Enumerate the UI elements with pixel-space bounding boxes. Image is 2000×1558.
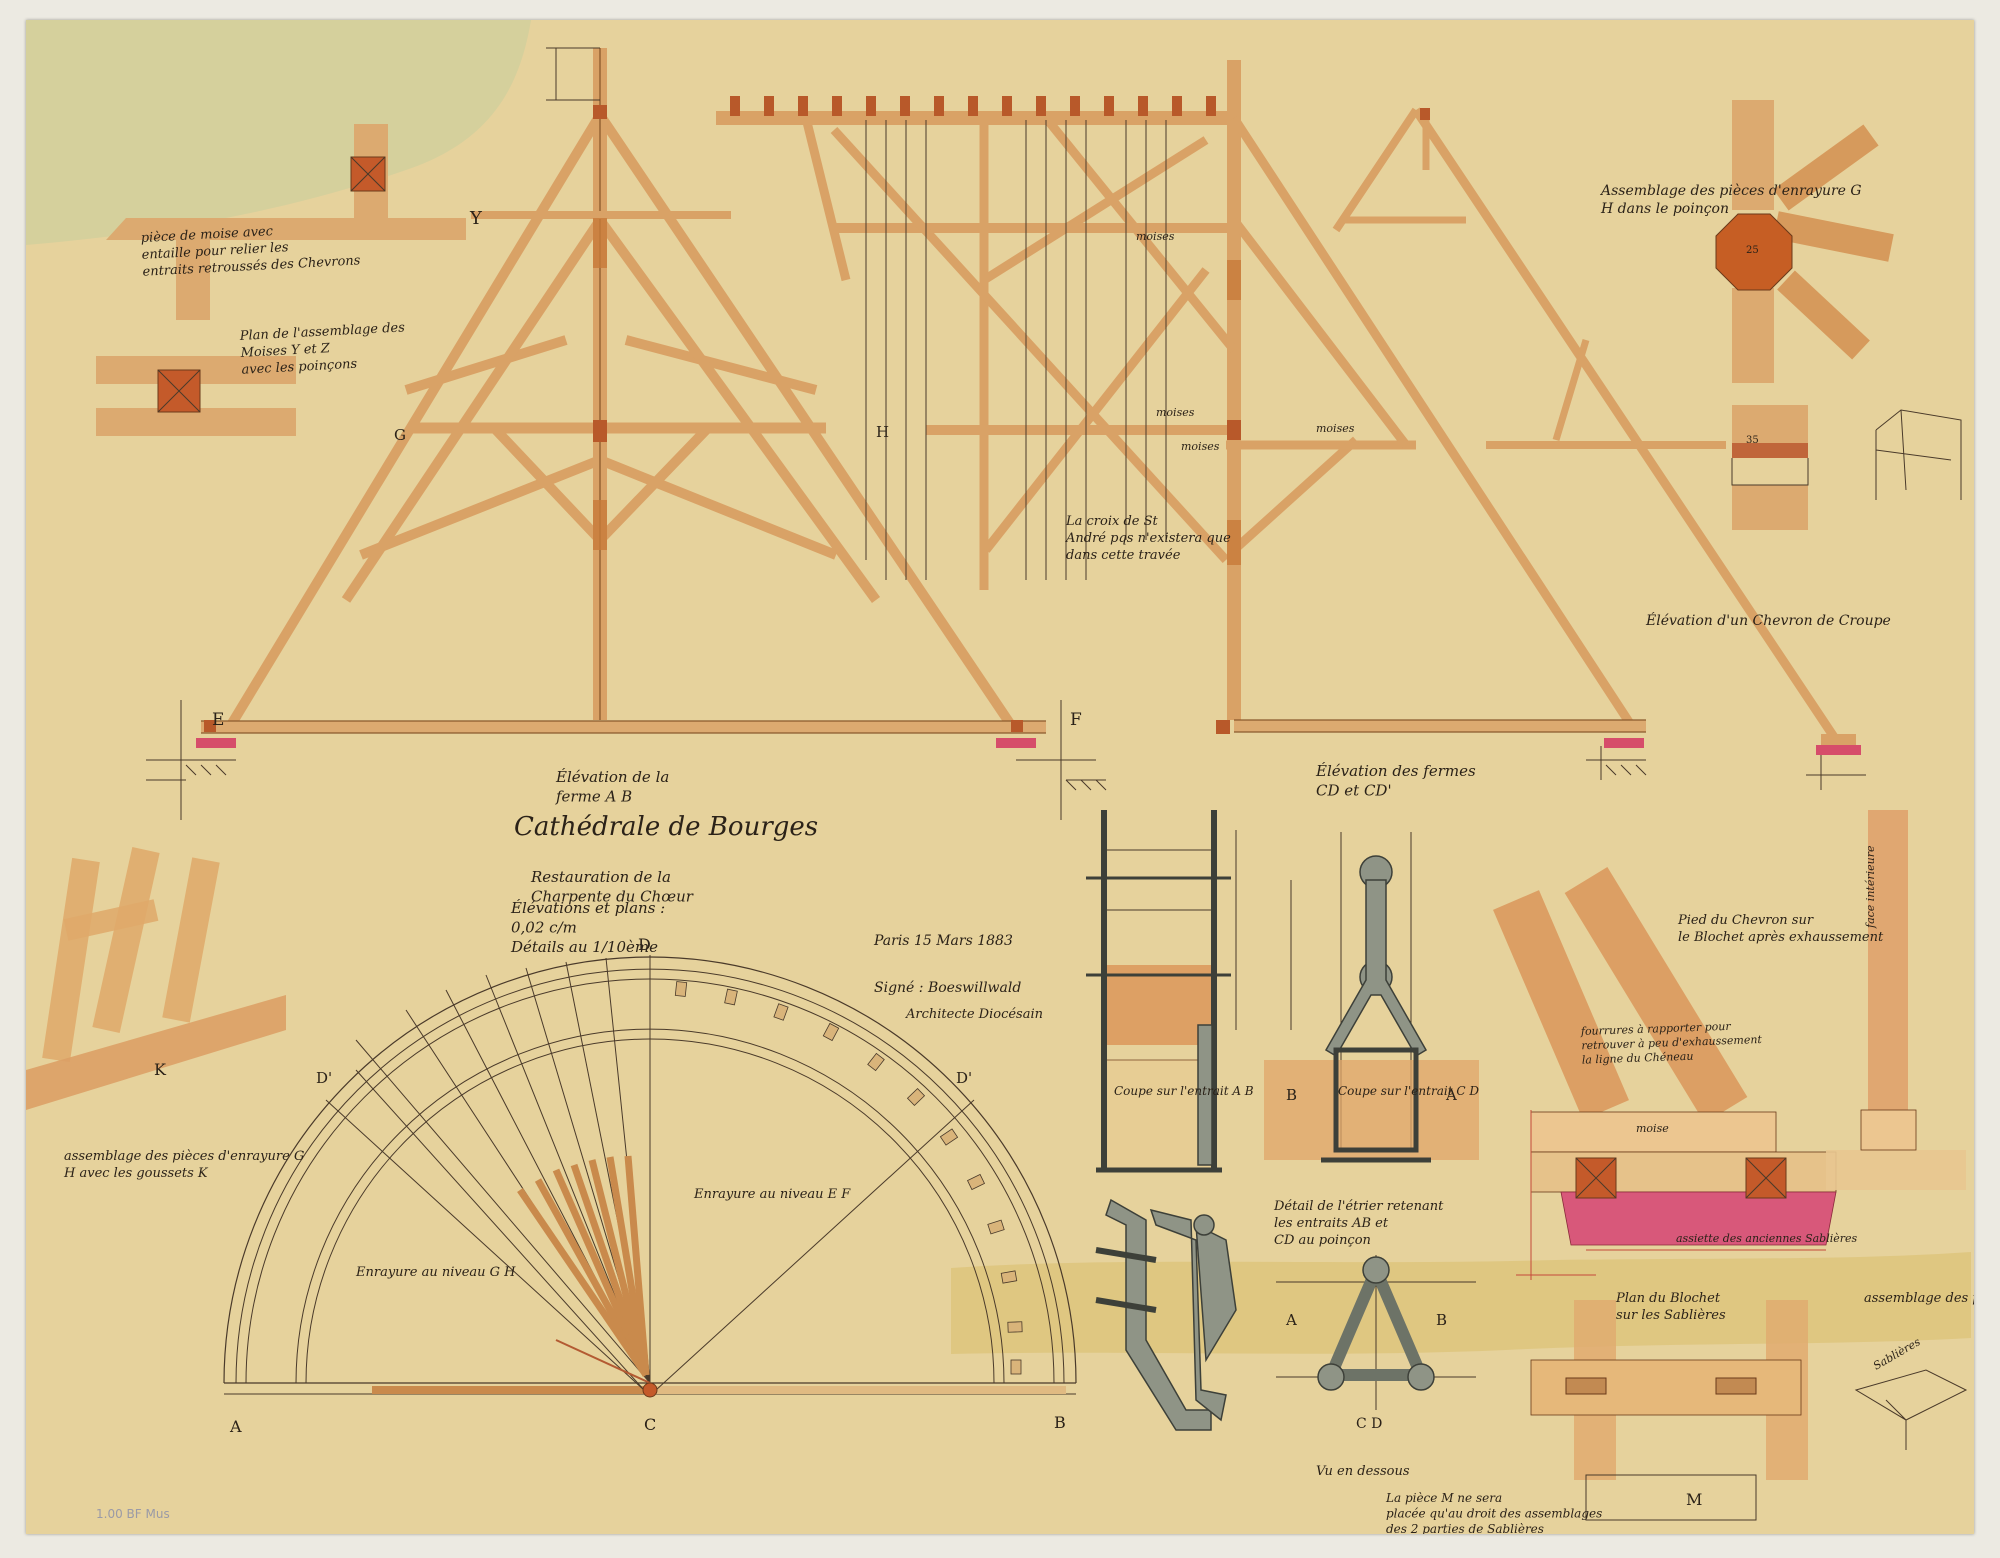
stirrup-label-a: A	[1445, 1086, 1457, 1104]
plan-label-d-prime-right: D'	[956, 1069, 972, 1087]
plan-label-c: C	[644, 1415, 656, 1434]
plan-label-b: B	[1054, 1413, 1066, 1432]
detail-y-moise	[106, 124, 466, 320]
detail-k-assembly	[26, 846, 286, 1110]
signature-role: Architecte Diocésain	[905, 1007, 1043, 1022]
stirrup-label-b: B	[1286, 1086, 1297, 1104]
chevron-foot-furrings: fourrures à rapporter pourretrouver à pe…	[1580, 1019, 1763, 1067]
stirrup-coupe-ab: Coupe sur l'entrait A B	[1114, 1084, 1254, 1098]
stirrup-tri-cd: C D	[1356, 1416, 1382, 1432]
sheet-title: Cathédrale de Bourges	[514, 812, 818, 842]
truss-ab-label-h: H	[876, 423, 889, 441]
chevron-foot-moise: moise	[1636, 1122, 1669, 1135]
paper-stain	[26, 20, 531, 245]
chevron-foot-detail	[1493, 810, 1966, 1280]
detail-gh-dim-a: 25	[1746, 245, 1759, 256]
plan-enrayure-gh: Enrayure au niveau G H	[355, 1265, 516, 1280]
plan-label-a: A	[229, 1417, 242, 1436]
detail-gh-assembly	[1715, 100, 1962, 530]
truss-cd-moise-1: moises	[1136, 230, 1175, 243]
truss-cd-moise-2: moises	[1156, 406, 1195, 419]
blochet-plan-m: M	[1686, 1490, 1702, 1509]
plan-label-d-prime-left: D'	[316, 1069, 332, 1087]
truss-ab-point-f: F	[1070, 710, 1082, 730]
stirrup-tri-b: B	[1436, 1311, 1447, 1329]
detail-yz-plan	[96, 356, 296, 436]
detail-gh-dim-b: 35	[1746, 435, 1759, 446]
truss-cd-elevation	[716, 60, 1647, 780]
truss-cd-moise-4: moises	[1181, 440, 1220, 453]
detail-yz-text: Plan de l'assemblage desMoises Y et Zave…	[238, 320, 407, 377]
detail-k-letter: K	[154, 1060, 167, 1079]
architectural-drawing: pièce de moise avecentaille pour relier …	[26, 20, 1974, 1534]
truss-cd-moise-3: moises	[1316, 422, 1355, 435]
stirrup-underside	[1276, 1255, 1476, 1410]
plan-label-d: D	[638, 935, 651, 954]
hip-rafter-elevation	[1332, 107, 1866, 790]
stirrup-section-ab	[1086, 810, 1237, 1173]
drawing-sheet: pièce de moise avecentaille pour relier …	[26, 20, 1974, 1534]
hip-rafter-caption: Élévation d'un Chevron de Croupe	[1645, 611, 1891, 629]
truss-ab-elevation	[146, 47, 1107, 820]
detail-m-text: assemblage des pièces M	[1864, 1291, 1974, 1306]
stirrup-perspective	[1095, 1198, 1237, 1431]
truss-ab-point-e: E	[212, 710, 224, 730]
blochet-plan	[1530, 1300, 1968, 1521]
enrayure-plan	[223, 955, 1077, 1398]
truss-ab-label-g: G	[394, 426, 406, 444]
stirrup-vu-dessous: Vu en dessous	[1316, 1464, 1410, 1479]
signature-line: Signé : Boeswillwald	[874, 980, 1021, 996]
detail-y-letter: Y	[469, 208, 483, 229]
plan-enrayure-ef: Enrayure au niveau E F	[693, 1187, 851, 1202]
archive-stamp: 1.00 BF Mus	[96, 1507, 170, 1521]
stirrup-tri-a: A	[1285, 1311, 1297, 1329]
chevron-foot-face: face intérieure	[1864, 845, 1877, 929]
sheet-scales: Élévations et plans :0,02 c/m Détails au…	[510, 899, 665, 956]
chevron-foot-assiette: assiette des anciennes Sablières	[1676, 1232, 1858, 1245]
stirrup-section-cd	[1264, 832, 1479, 1163]
stirrup-coupe-cd: Coupe sur l'entrait C D	[1338, 1084, 1479, 1098]
sheet-date: Paris 15 Mars 1883	[873, 933, 1013, 949]
